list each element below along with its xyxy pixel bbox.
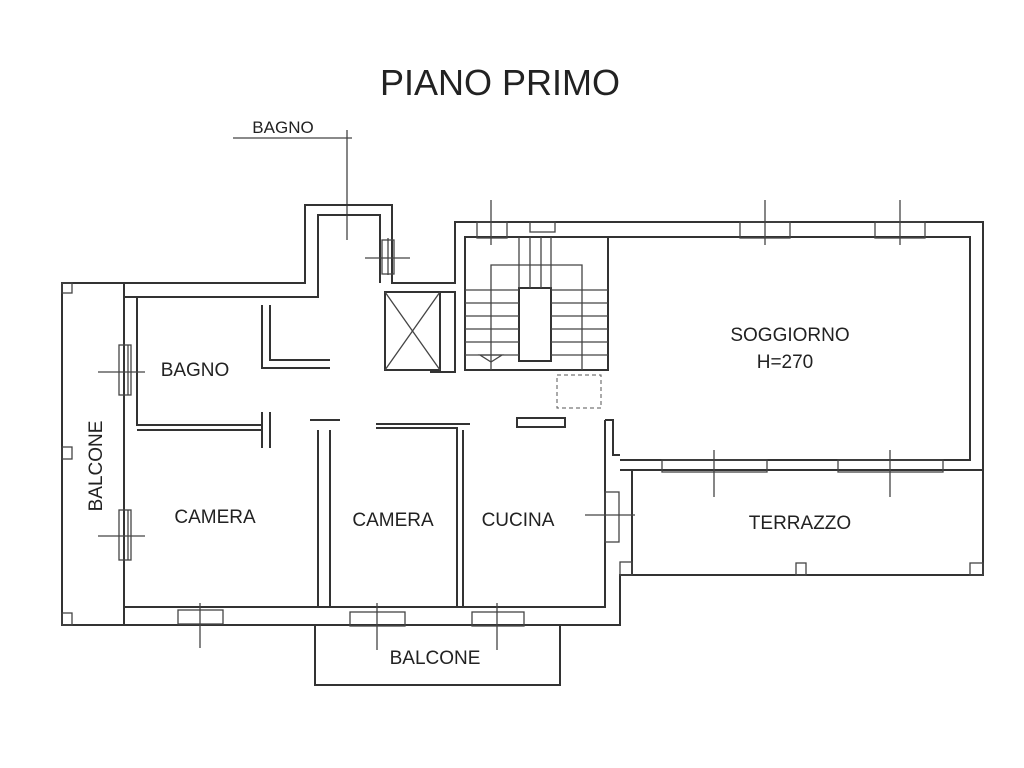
- balcone-bottom-outline: [314, 624, 561, 686]
- label-terrazzo: TERRAZZO: [749, 513, 851, 534]
- elevator: [384, 291, 456, 373]
- interior-walls: [136, 297, 620, 607]
- label-balcone-left: BALCONE: [86, 421, 107, 512]
- label-camera-2: CAMERA: [352, 510, 434, 531]
- windows: [61, 200, 984, 650]
- staircase: [464, 236, 609, 409]
- label-cucina: CUCINA: [482, 510, 555, 531]
- outer-walls: [61, 204, 984, 626]
- label-ceiling-height: H=270: [757, 352, 814, 373]
- leader-line: [233, 130, 352, 240]
- label-bagno-top: BAGNO: [252, 118, 313, 137]
- label-camera-1: CAMERA: [174, 507, 256, 528]
- label-bagno: BAGNO: [161, 360, 230, 381]
- plan-title: PIANO PRIMO: [380, 62, 620, 103]
- label-soggiorno: SOGGIORNO: [730, 325, 849, 346]
- label-balcone-bottom: BALCONE: [390, 648, 481, 669]
